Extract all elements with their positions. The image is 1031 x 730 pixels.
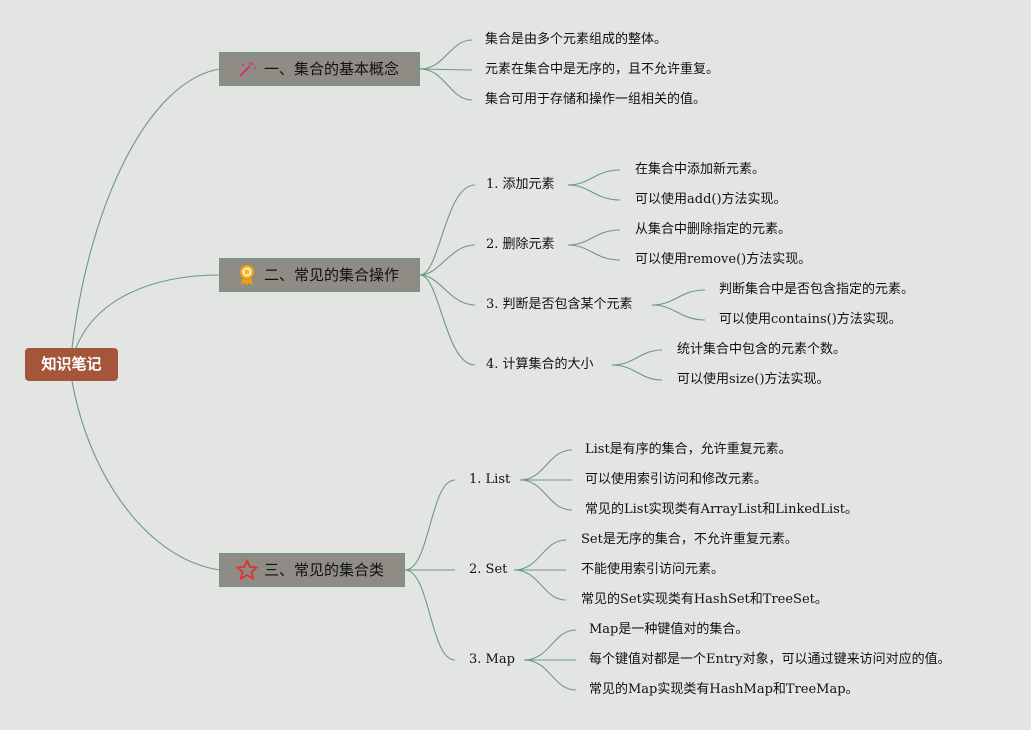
leaf-text: 可以使用remove()方法实现。 <box>635 252 812 267</box>
connector <box>651 289 706 306</box>
connector <box>523 629 577 661</box>
connector <box>519 449 573 481</box>
connector <box>419 68 473 101</box>
connector <box>523 659 577 691</box>
leaf-text: 可以使用add()方法实现。 <box>635 192 787 207</box>
connector <box>419 274 476 306</box>
star-icon <box>236 559 258 581</box>
leaf-text: 集合可用于存储和操作一组相关的值。 <box>485 92 707 107</box>
connector <box>419 244 476 276</box>
sub-topic[interactable]: 1. List <box>469 472 511 487</box>
sub-topic[interactable]: 2. Set <box>469 562 508 577</box>
leaf-text: 可以使用索引访问和修改元素。 <box>585 472 768 487</box>
connector <box>71 68 221 349</box>
leaf-text: 常见的Set实现类有HashSet和TreeSet。 <box>581 592 828 607</box>
leaf-text: 可以使用contains()方法实现。 <box>719 312 902 327</box>
leaf-text: List是有序的集合，允许重复元素。 <box>585 442 792 457</box>
leaf-text: 集合是由多个元素组成的整体。 <box>485 32 668 47</box>
connector <box>419 39 473 70</box>
leaf-text: 判断集合中是否包含指定的元素。 <box>719 282 915 297</box>
leaf-text: 元素在集合中是无序的，且不允许重复。 <box>485 62 720 77</box>
connector <box>419 274 476 366</box>
leaf-text: 不能使用索引访问元素。 <box>581 562 725 577</box>
connector <box>513 539 567 571</box>
connector <box>567 184 621 201</box>
connector <box>567 229 621 246</box>
leaf-text: 从集合中删除指定的元素。 <box>635 222 792 237</box>
sub-topic[interactable]: 4. 计算集合的大小 <box>486 357 594 372</box>
connector <box>404 569 456 661</box>
connector <box>651 304 706 321</box>
branch-label: 二、常见的集合操作 <box>264 266 400 284</box>
connector <box>419 68 473 71</box>
root-node[interactable]: 知识笔记 <box>25 348 118 381</box>
branch-basic-concepts[interactable]: 一、集合的基本概念 <box>219 52 420 86</box>
connector <box>419 184 476 276</box>
sub-topic[interactable]: 3. Map <box>469 652 515 667</box>
connector <box>611 364 663 381</box>
leaf-text: Map是一种键值对的集合。 <box>589 622 749 637</box>
leaf-text: 常见的List实现类有ArrayList和LinkedList。 <box>585 502 859 517</box>
connector <box>611 349 663 366</box>
sub-topic[interactable]: 3. 判断是否包含某个元素 <box>486 297 633 312</box>
connector <box>513 569 567 601</box>
award-medal-icon <box>236 264 258 286</box>
leaf-text: 常见的Map实现类有HashMap和TreeMap。 <box>589 682 859 697</box>
connector <box>404 479 456 571</box>
connector <box>567 244 621 261</box>
branch-collection-classes[interactable]: 三、常见的集合类 <box>219 553 405 587</box>
leaf-text: 在集合中添加新元素。 <box>635 162 766 177</box>
connector <box>519 479 573 511</box>
leaf-text: 可以使用size()方法实现。 <box>677 372 830 387</box>
sub-topic[interactable]: 2. 删除元素 <box>486 237 555 252</box>
branch-label: 一、集合的基本概念 <box>264 60 400 78</box>
connector <box>71 380 221 571</box>
branch-common-operations[interactable]: 二、常见的集合操作 <box>219 258 420 292</box>
leaf-text: 统计集合中包含的元素个数。 <box>677 342 847 357</box>
sub-topic[interactable]: 1. 添加元素 <box>486 177 555 192</box>
connector <box>567 169 621 186</box>
leaf-text: Set是无序的集合，不允许重复元素。 <box>581 532 798 547</box>
connector <box>75 274 221 349</box>
leaf-text: 每个键值对都是一个Entry对象，可以通过键来访问对应的值。 <box>589 652 951 667</box>
magic-wand-icon <box>236 58 258 80</box>
branch-label: 三、常见的集合类 <box>264 561 385 579</box>
